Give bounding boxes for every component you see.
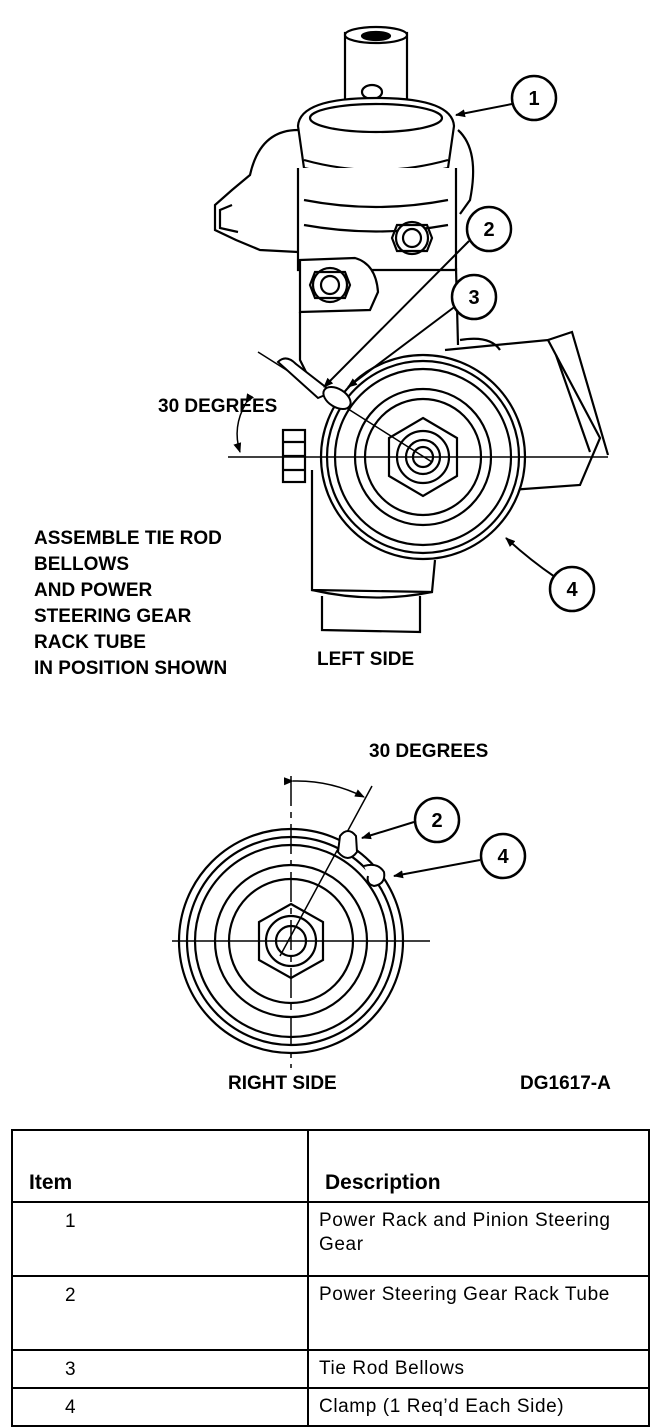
table-row: 2 Power Steering Gear Rack Tube <box>11 1275 650 1351</box>
item-description: Power Steering Gear Rack Tube <box>307 1275 650 1351</box>
item-number: 2 <box>11 1275 309 1351</box>
angle-label-right: 30 DEGREES <box>369 741 489 762</box>
left-side-label: LEFT SIDE <box>317 649 415 670</box>
instruction-line: AND POWER <box>34 580 153 601</box>
callout-1-text: 1 <box>528 88 539 110</box>
instruction-line: IN POSITION SHOWN <box>34 658 228 679</box>
angle-label-left: 30 DEGREES <box>158 396 278 417</box>
callout-4-right-text: 4 <box>497 846 509 868</box>
callout-circle-3 <box>450 273 498 321</box>
assembly-instruction: ASSEMBLE TIE ROD BELLOWS AND POWER STEER… <box>34 526 227 682</box>
table-row: 3 Tie Rod Bellows <box>11 1349 650 1389</box>
table-row: 4 Clamp (1 Req’d Each Side) <box>11 1387 650 1427</box>
item-number: 3 <box>11 1349 309 1389</box>
right-rack-tube <box>336 830 386 888</box>
steering-gear-housing <box>213 25 610 634</box>
callout-circle-2-right <box>413 796 461 844</box>
parts-legend-table: Item Description 1 Power Rack and Pinion… <box>11 1129 650 1427</box>
instruction-line: BELLOWS <box>34 554 129 575</box>
item-description: Tie Rod Bellows <box>307 1349 650 1389</box>
callout-2-text: 2 <box>483 219 494 241</box>
callout-3-text: 3 <box>468 287 479 309</box>
callout-leaders-right <box>361 821 481 879</box>
table-header-row: Item Description <box>11 1129 650 1203</box>
callout-4-text: 4 <box>566 579 578 601</box>
right-side-label: RIGHT SIDE <box>228 1073 337 1094</box>
item-number: 1 <box>11 1201 309 1277</box>
instruction-line: STEERING GEAR <box>34 606 192 627</box>
callout-circle-2 <box>465 205 513 253</box>
callout-circle-4 <box>548 565 596 613</box>
table-row: 1 Power Rack and Pinion Steering Gear <box>11 1201 650 1277</box>
steering-gear-diagram: 1 2 3 4 2 4 <box>172 25 610 1068</box>
item-number: 4 <box>11 1387 309 1427</box>
left-rack-tube <box>276 357 352 411</box>
callout-circle-1 <box>510 74 558 122</box>
instruction-line: ASSEMBLE TIE ROD <box>34 528 222 549</box>
item-description: Power Rack and Pinion Steering Gear <box>307 1201 650 1277</box>
header-item: Item <box>11 1129 309 1203</box>
callout-leaders-left <box>323 103 556 578</box>
callout-2-right-text: 2 <box>431 810 442 832</box>
figure-code: DG1617-A <box>520 1073 611 1094</box>
instruction-line: RACK TUBE <box>34 632 146 653</box>
item-description: Clamp (1 Req’d Each Side) <box>307 1387 650 1427</box>
callout-circle-4-right <box>479 832 527 880</box>
right-angle-reference <box>172 776 430 1068</box>
header-description: Description <box>307 1129 650 1203</box>
